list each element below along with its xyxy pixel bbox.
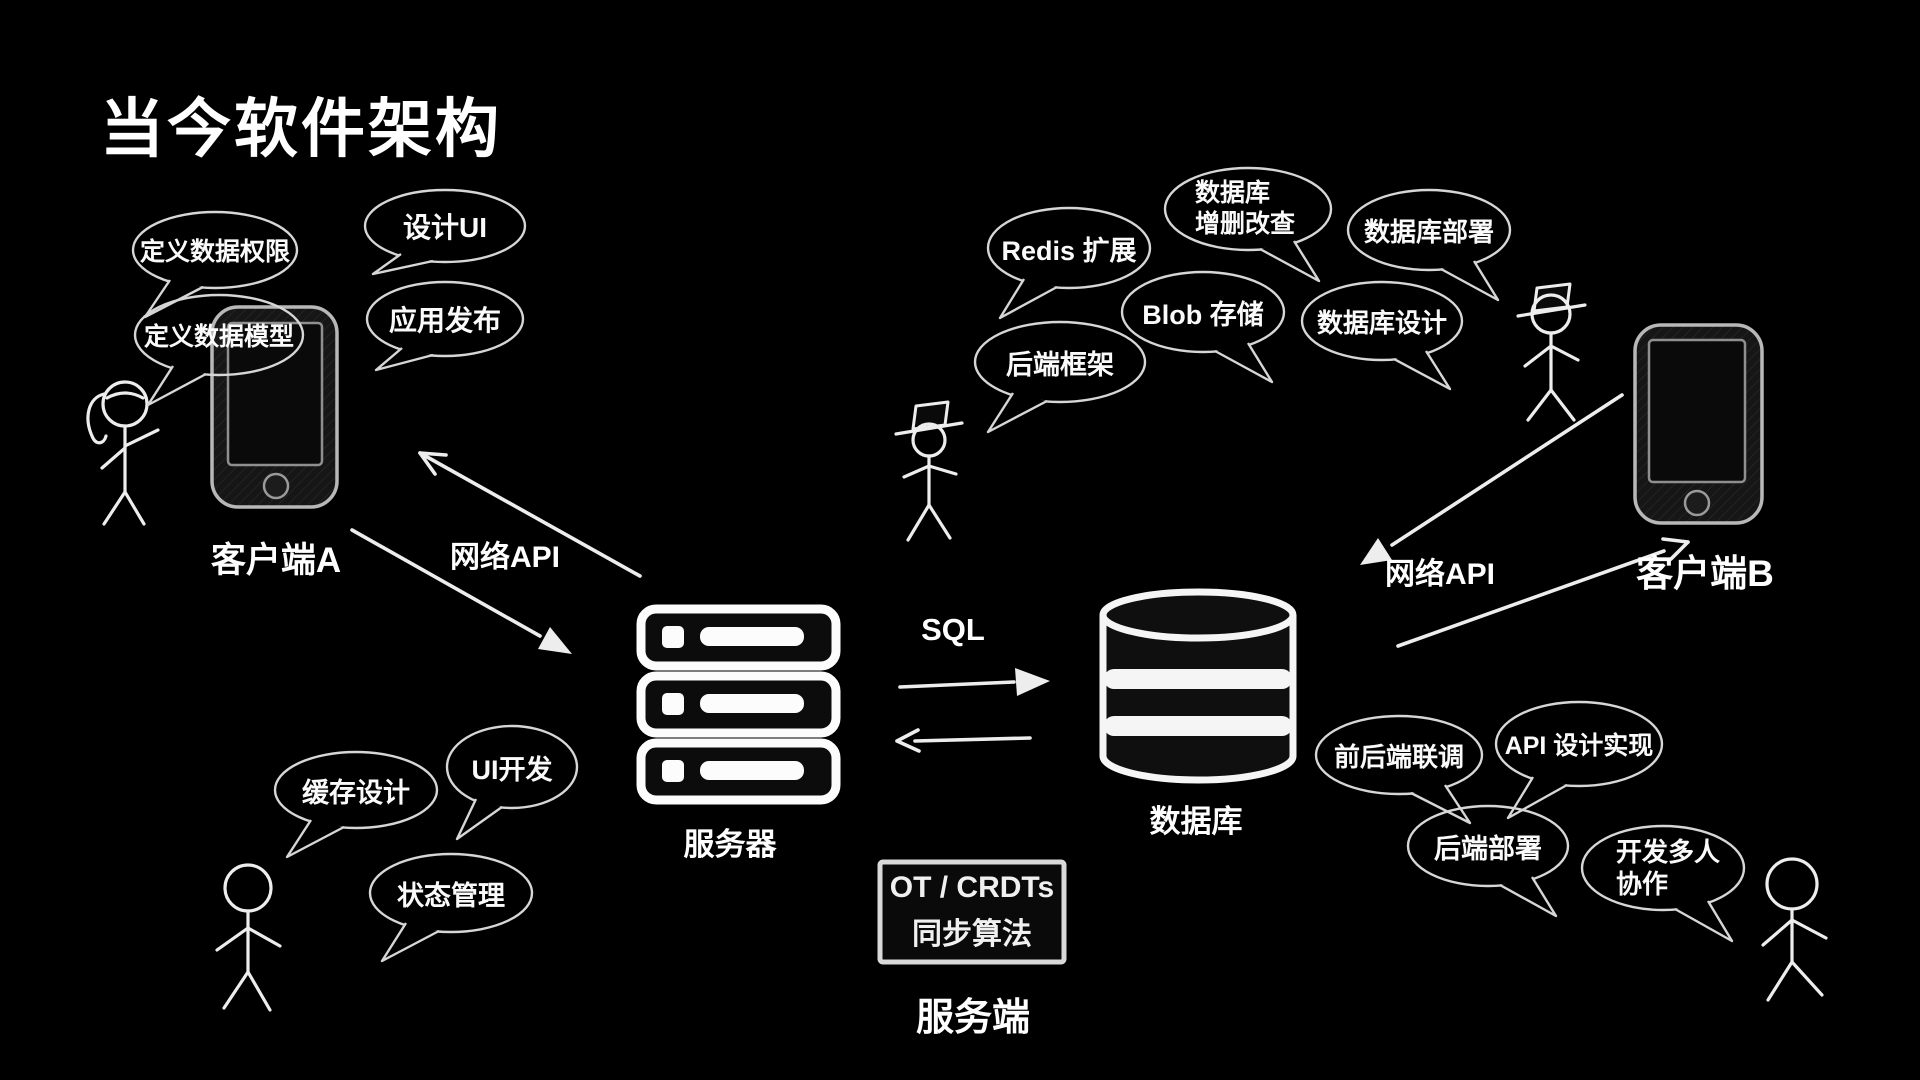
developer-figure-bottom-left-icon xyxy=(215,863,282,1012)
bubble-state-mgmt: 状态管理 xyxy=(397,880,505,911)
server-icon xyxy=(636,604,841,805)
bubble-api-design-impl-shape xyxy=(1494,700,1664,820)
bubble-ui-dev-shape xyxy=(445,724,579,841)
bubble-multi-dev-collab-line2: 协作 xyxy=(1616,869,1669,899)
bubble-backend-framework: 后端框架 xyxy=(1006,349,1114,380)
sync-algorithm-line2: 同步算法 xyxy=(912,918,1032,951)
sync-algorithm-box: OT / CRDTs 同步算法 xyxy=(880,862,1064,962)
bubble-define-data-model: 定义数据模型 xyxy=(143,323,294,351)
sql-label: SQL xyxy=(921,612,985,647)
sync-algorithm-line1: OT / CRDTs xyxy=(889,871,1055,904)
database-icon xyxy=(1099,588,1297,784)
bubble-ui-dev: UI开发 xyxy=(471,754,553,785)
bubble-multi-dev-collab-line1: 开发多人 xyxy=(1616,836,1721,867)
database-label: 数据库 xyxy=(1149,803,1243,839)
bubble-backend-framework-shape xyxy=(973,320,1147,434)
sync-algorithm-box-shape xyxy=(877,859,1067,965)
server-side-label: 服务端 xyxy=(915,996,1030,1039)
bubble-redis-scaling-shape xyxy=(986,206,1152,320)
bubble-db-crud-shape xyxy=(1163,166,1333,283)
bubble-define-data-model-shape xyxy=(133,293,305,407)
bubble-state-mgmt-shape xyxy=(368,852,534,963)
developer-figure-bottom-right-icon xyxy=(1761,857,1828,1002)
network-api-left-arrows xyxy=(350,451,642,654)
bubble-multi-dev-collab: 开发多人 协作 xyxy=(1582,826,1744,910)
bubble-define-permissions: 定义数据权限 xyxy=(139,238,290,266)
bubble-redis-scaling: Redis 扩展 xyxy=(1001,235,1137,266)
bubble-api-design-impl: API 设计实现 xyxy=(1504,732,1654,760)
bubble-db-crud-line2: 增删改查 xyxy=(1195,210,1296,238)
network-api-right-label: 网络API xyxy=(1384,558,1495,591)
bubble-blob-storage: Blob 存储 xyxy=(1142,299,1264,330)
bubble-db-design: 数据库设计 xyxy=(1316,307,1447,338)
bubble-db-design-shape xyxy=(1300,280,1464,391)
sql-arrows xyxy=(895,668,1050,753)
client-b-phone-icon xyxy=(1633,323,1764,525)
bubble-backend-deploy-shape xyxy=(1406,804,1570,918)
bubble-fe-be-integration: 前后端联调 xyxy=(1333,741,1464,772)
bubble-app-release-shape xyxy=(365,280,525,372)
client-a-phone-icon xyxy=(210,305,339,509)
bubble-fe-be-integration-shape xyxy=(1314,714,1484,825)
bubble-blob-storage-shape xyxy=(1120,270,1286,384)
bubble-backend-deploy: 后端部署 xyxy=(1434,833,1542,864)
bubble-design-ui-shape xyxy=(363,188,527,276)
bubble-multi-dev-collab-shape xyxy=(1580,824,1746,943)
bubble-design-ui: 设计UI xyxy=(402,212,487,243)
network-api-left-label: 网络API xyxy=(449,541,560,574)
bubble-db-deploy: 数据库部署 xyxy=(1363,216,1494,247)
developer-figure-right-hat-icon xyxy=(1516,282,1587,422)
client-b-label: 客户端B xyxy=(1636,553,1774,594)
page-title: 当今软件架构 xyxy=(100,93,502,165)
developer-figure-middle-hat-icon xyxy=(894,400,964,542)
developer-figure-left-icon xyxy=(86,380,160,526)
bubble-app-release: 应用发布 xyxy=(388,305,501,336)
bubble-cache-design: 缓存设计 xyxy=(302,777,410,808)
bubble-db-crud: 数据库 增删改查 xyxy=(1165,168,1331,250)
server-label: 服务器 xyxy=(683,826,777,862)
bubble-db-deploy-shape xyxy=(1346,188,1512,302)
client-a-label: 客户端A xyxy=(210,540,342,580)
bubble-db-crud-line1: 数据库 xyxy=(1195,178,1271,207)
bubble-cache-design-shape xyxy=(273,750,439,859)
network-api-right-arrows xyxy=(1360,393,1690,648)
